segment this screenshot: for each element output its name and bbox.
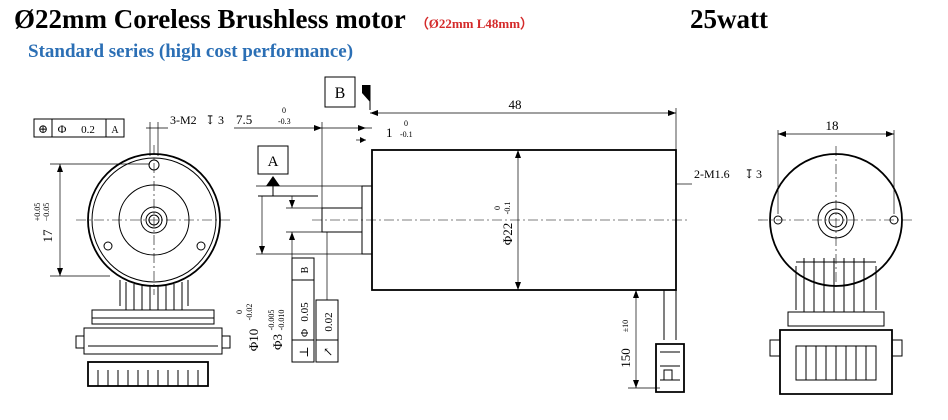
position-tolerance-icon: ⊕ bbox=[38, 122, 48, 136]
page-title: Ø22mm Coreless Brushless motor （Ø22mm L48… bbox=[14, 4, 768, 35]
datum-b-label: B bbox=[335, 85, 346, 102]
rear-view: 18 bbox=[758, 118, 914, 395]
body-diameter-dim: Φ22 bbox=[500, 223, 515, 246]
boss-dim: 1 bbox=[386, 125, 393, 140]
lead-length-tol: ±10 bbox=[621, 320, 630, 332]
body-dia-tol-upper: 0 bbox=[493, 206, 502, 210]
motor-title: Ø22mm Coreless Brushless motor bbox=[14, 4, 406, 34]
rear-pitch-dim: 18 bbox=[826, 118, 839, 133]
runout-icon: ↗ bbox=[321, 347, 335, 357]
pitch-tol-upper: +0.05 bbox=[33, 203, 42, 222]
boss-dia-tol-upper: 0 bbox=[235, 310, 244, 314]
svg-text:↧: ↧ bbox=[205, 113, 215, 127]
shaft-length-dim: 7.5 bbox=[236, 112, 252, 127]
shaft-length-tol-lower: -0.3 bbox=[278, 117, 291, 126]
side-view: B A 48 7.5 0 -0.3 1 0 -0.1 bbox=[234, 76, 762, 393]
shaft-dia-tol-upper: -0.005 bbox=[267, 310, 276, 331]
perp-phi: Φ bbox=[299, 329, 311, 337]
lead-length-dim: 150 bbox=[618, 348, 633, 368]
shaft-length-tol-upper: 0 bbox=[282, 106, 286, 115]
perp-value: 0.05 bbox=[299, 302, 311, 322]
front-tol-value: 0.2 bbox=[81, 124, 95, 136]
runout-value: 0.02 bbox=[323, 312, 335, 331]
motor-dimensions: （Ø22mm L48mm） bbox=[415, 16, 534, 31]
length-dim: 48 bbox=[509, 97, 522, 112]
datum-a-label: A bbox=[268, 154, 279, 170]
body-dia-tol-lower: -0.1 bbox=[503, 202, 512, 215]
motor-power: 25watt bbox=[690, 4, 768, 34]
series-subtitle: Standard series (high cost performance) bbox=[28, 41, 354, 62]
perp-ref: B bbox=[300, 266, 311, 273]
rear-holes-depth: 3 bbox=[756, 167, 762, 181]
boss-tol-lower: -0.1 bbox=[400, 130, 413, 139]
shaft-diameter-dim: Φ3 bbox=[270, 334, 285, 350]
front-holes-depth: 3 bbox=[218, 113, 224, 127]
boss-dia-tol-lower: -0.02 bbox=[245, 304, 254, 321]
front-tol-phi: Φ bbox=[58, 122, 67, 136]
svg-text:↧: ↧ bbox=[744, 167, 754, 181]
front-view: ⊕ Φ 0.2 A 3-M2 ↧ 3 17 +0.05 −0.05 bbox=[33, 113, 232, 387]
front-tol-ref: A bbox=[111, 125, 119, 136]
front-holes-label: 3-M2 bbox=[170, 113, 197, 127]
boss-diameter-dim: Φ10 bbox=[246, 329, 261, 352]
shaft-dia-tol-lower: -0.010 bbox=[277, 310, 286, 331]
pitch-dim: 17 bbox=[40, 229, 55, 243]
pitch-tol-lower: −0.05 bbox=[42, 203, 51, 222]
perpendicularity-icon: ⊥ bbox=[297, 346, 311, 357]
rear-holes-label: 2-M1.6 bbox=[694, 167, 730, 181]
boss-tol-upper: 0 bbox=[404, 119, 408, 128]
